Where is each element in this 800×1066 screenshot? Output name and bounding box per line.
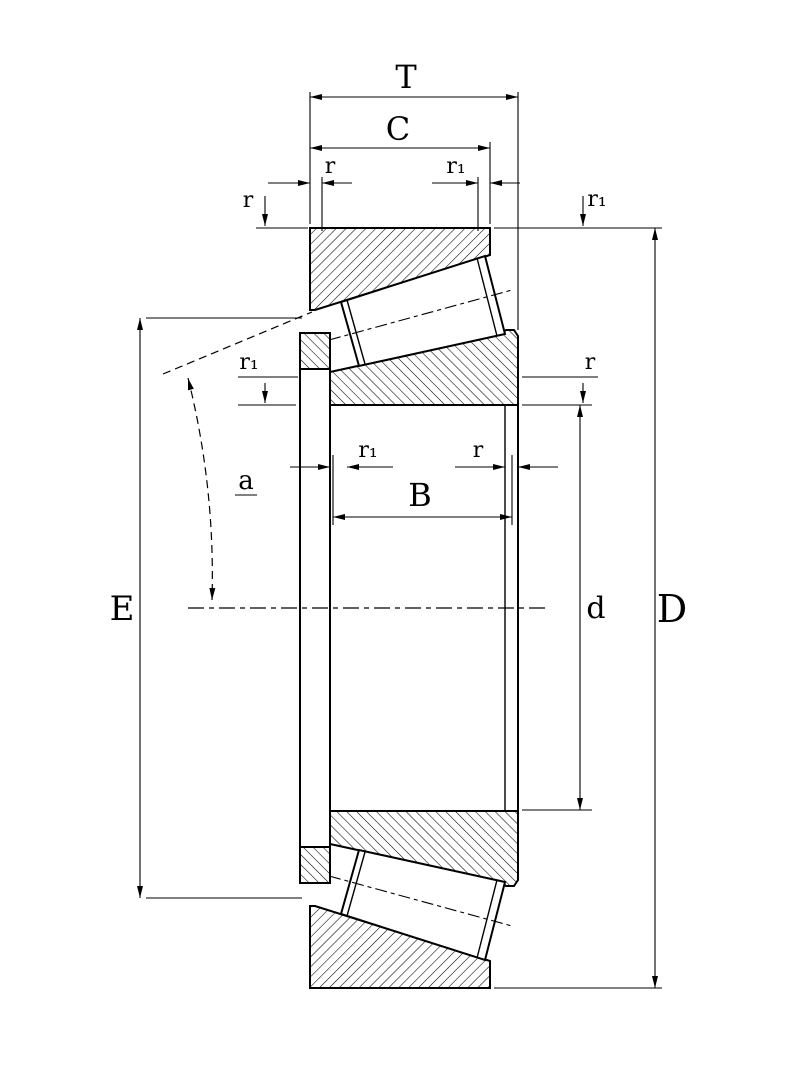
dim-d-label: d [586,591,605,626]
roller-bottom-axis-line [328,875,513,927]
contact-angle-arc [187,377,216,601]
dim-r1-mid-left-label: r₁ [239,350,258,375]
roller-bottom-small-end-line [346,851,366,917]
contact-angle-line [162,311,313,375]
dim-E-label: E [110,589,135,629]
dim-r1-top-right: r₁ [432,154,520,231]
dim-a-label: a [238,466,254,496]
dim-r1-lower-left: r₁ [290,438,393,470]
dim-d: d [522,404,606,811]
dim-E: E [110,317,302,899]
dim-r-left-vertical-label: r [243,188,254,213]
dim-C-label: C [386,110,410,148]
dim-r1-top-right-label: r₁ [446,154,465,179]
dim-r-lower-right-label: r [473,438,484,463]
dim-T: T [309,58,519,330]
dim-B: B [332,455,513,525]
dim-r-top-left-label: r [325,154,336,179]
dim-r1-right-vertical-label: r₁ [587,187,606,212]
dim-r-left-vertical: r [243,188,308,229]
dim-r-mid-right-label: r [585,350,596,375]
dim-D-label: D [657,587,687,631]
dim-T-label: T [395,58,417,96]
dim-r1-right-vertical: r₁ [494,187,662,229]
dim-a: a [235,466,257,496]
dim-C: C [310,110,491,224]
roller-bottom [339,848,507,962]
dim-r-mid-right: r [522,350,598,403]
cone-front-rib-bottom [299,846,331,884]
dim-r1-mid-left: r₁ [238,350,298,406]
cone-front-rib-top [299,332,331,370]
roller-top-axis-line [328,289,513,341]
dim-D: D [494,228,687,989]
dim-B-label: B [408,476,432,514]
dim-r1-lower-left-label: r₁ [358,438,377,463]
roller-top [339,254,507,368]
roller-top-small-end-line [346,299,366,365]
dim-r-top-left: r [268,154,352,231]
dim-r-lower-right: r [455,438,558,470]
